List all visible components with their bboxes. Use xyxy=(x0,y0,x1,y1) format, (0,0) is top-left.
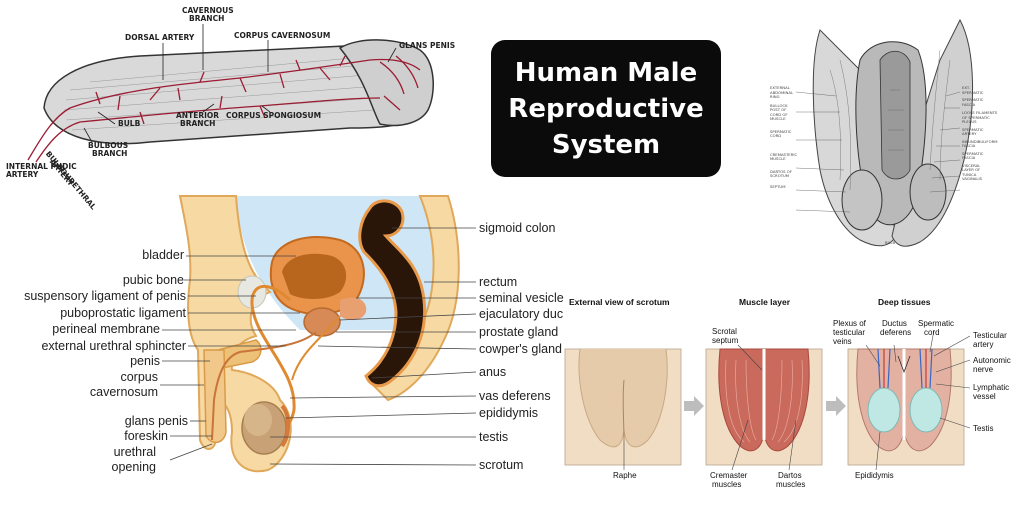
label-internal-pudic-2: ARTERY xyxy=(6,170,39,179)
label-cavernous-branch-1: CAVERNOUS xyxy=(182,6,234,15)
corpus-cavernosum-shape xyxy=(217,339,262,369)
label-scrotum: scrotum xyxy=(479,458,524,472)
title-line-3: System xyxy=(551,129,661,160)
label-external-urethral-sphincter: external urethral sphincter xyxy=(41,339,186,353)
label-testis-deep: Testis xyxy=(973,424,994,433)
label-rectum: rectum xyxy=(479,275,518,289)
testis-right-deep xyxy=(909,387,943,433)
label-seminal-vesicle: seminal vesicle xyxy=(479,291,564,305)
title-line-2: Reproductive xyxy=(508,93,704,124)
label-raphe: Raphe xyxy=(613,471,637,480)
label-puboprostatic-ligament: puboprostatic ligament xyxy=(60,306,186,320)
gray-bottom-label: BULB xyxy=(885,240,896,245)
label-dorsal-artery: DORSAL ARTERY xyxy=(125,33,195,42)
title-box: Human Male Reproductive System xyxy=(491,40,721,177)
label-lymphatic-2: vessel xyxy=(973,392,996,401)
label-perineal-membrane: perineal membrane xyxy=(52,322,160,336)
label-urethral-2: opening xyxy=(111,460,157,474)
label-corpus-2: cavernosum xyxy=(89,385,158,399)
arrow-1 xyxy=(684,396,704,416)
label-testis: testis xyxy=(479,430,509,444)
label-autonomic-2: nerve xyxy=(973,365,994,374)
label-cavernous-branch-2: BRANCH xyxy=(189,14,225,23)
testis-left-deep xyxy=(867,387,901,433)
label-urethral-1: urethral xyxy=(113,445,156,459)
panel-title-muscle: Muscle layer xyxy=(739,297,791,307)
plate-right-testis xyxy=(909,163,947,221)
label-plexus-1: Plexus of xyxy=(833,319,866,328)
label-bladder: bladder xyxy=(142,248,184,262)
label-spermatic-2: cord xyxy=(924,328,940,337)
label-epididymis-deep: Epididymis xyxy=(855,471,894,480)
label-suspensory-ligament: suspensory ligament of penis xyxy=(24,289,186,303)
label-foreskin: foreskin xyxy=(124,429,168,443)
label-penis: penis xyxy=(130,354,160,368)
urethra xyxy=(211,331,317,441)
label-sigmoid-colon: sigmoid colon xyxy=(479,221,556,235)
label-lymphatic-1: Lymphatic xyxy=(973,383,1010,392)
label-testicular-artery-1: Testicular xyxy=(973,331,1007,340)
epididymis-shape xyxy=(280,404,290,448)
label-testicular-artery-2: artery xyxy=(973,340,994,349)
label-glans-penis-s: glans penis xyxy=(124,414,188,428)
label-internal-pudic-1: INTERNAL PUDIC xyxy=(6,162,77,171)
label-bulbous-branch-1: BULBOUS xyxy=(88,141,129,150)
sigmoid-colon xyxy=(358,199,427,388)
label-pubic-bone: pubic bone xyxy=(122,273,184,287)
plate-left-testis xyxy=(841,169,883,231)
label-anterior-branch-2: BRANCH xyxy=(180,119,216,128)
label-cremaster-1: Cremaster xyxy=(710,471,748,480)
arrow-2 xyxy=(826,396,846,416)
label-spermatic-1: Spermatic xyxy=(918,319,955,328)
label-ductus-1: Ductus xyxy=(882,319,907,328)
label-anus: anus xyxy=(479,365,507,379)
label-scrotal-septum-2: septum xyxy=(712,336,739,345)
label-ejaculatory-duct: ejaculatory duc xyxy=(479,307,564,321)
label-bulbous-branch-2: BRANCH xyxy=(92,149,128,158)
label-plexus-2: testicular xyxy=(833,328,866,337)
label-glans-penis: GLANS PENIS xyxy=(399,41,456,50)
panel-title-deep: Deep tissues xyxy=(878,297,931,307)
label-bulb: BULB xyxy=(118,119,141,128)
label-anterior-branch-1: ANTERIOR xyxy=(176,111,220,120)
label-corpus-cavernosum: CORPUS CAVERNOSUM xyxy=(234,31,331,40)
label-cowpers-gland: cowper's gland xyxy=(479,342,562,356)
plate-penis-shaft xyxy=(879,50,911,180)
panel-title-external: External view of scrotum xyxy=(569,297,670,307)
label-plexus-3: veins xyxy=(833,337,852,346)
label-prostate-gland: prostate gland xyxy=(479,325,559,339)
title-line-1: Human Male xyxy=(514,57,698,88)
seminal-vesicle xyxy=(340,297,367,321)
label-dartos-2: muscles xyxy=(776,480,806,489)
label-ductus-2: deferens xyxy=(880,328,912,337)
label-vas-deferens: vas deferens xyxy=(479,389,551,403)
label-epididymis: epididymis xyxy=(479,406,539,420)
label-dartos-1: Dartos xyxy=(778,471,802,480)
label-autonomic-1: Autonomic xyxy=(973,356,1011,365)
back-skin xyxy=(370,195,460,402)
label-scrotal-septum-1: Scrotal xyxy=(712,327,737,336)
label-cremaster-2: muscles xyxy=(712,480,742,489)
label-corpus-spongiosum: CORPUS SPONGIOSUM xyxy=(226,111,322,120)
label-corpus-1: corpus xyxy=(120,370,158,384)
